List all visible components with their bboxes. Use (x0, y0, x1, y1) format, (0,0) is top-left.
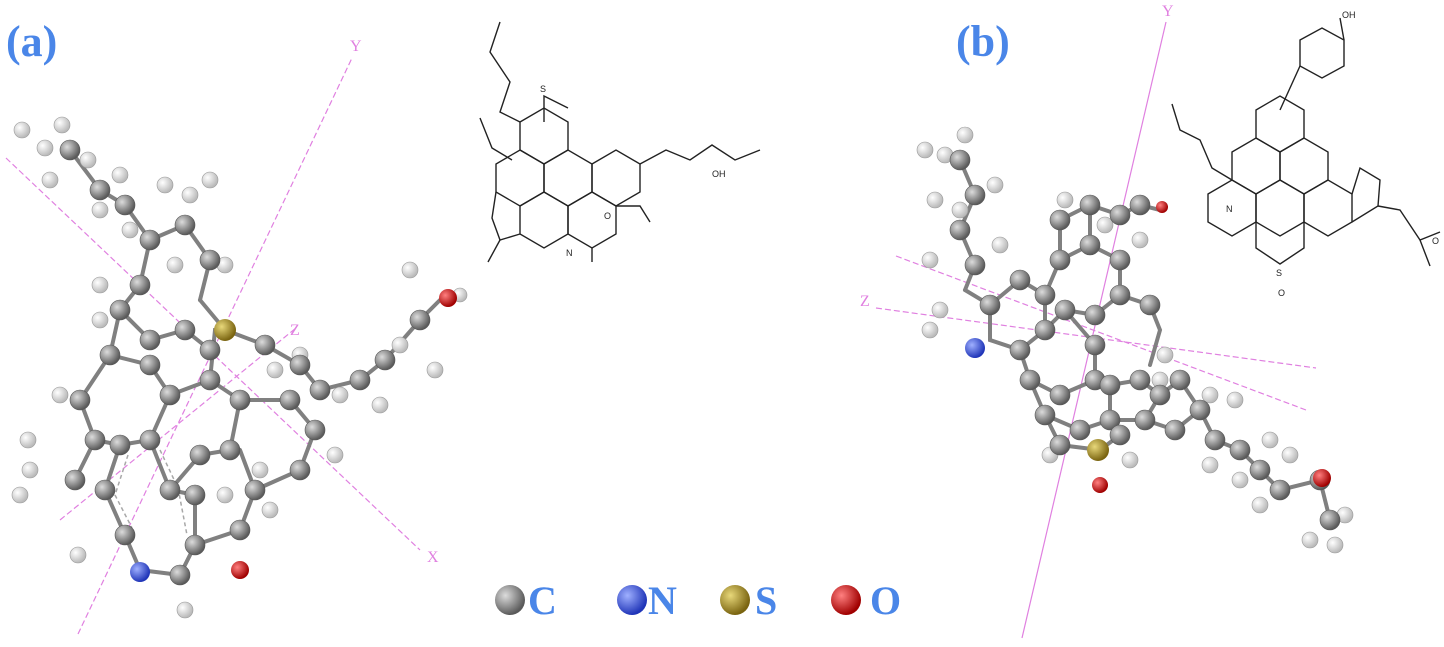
sketch-b (1171, 17, 1441, 267)
molecule-b-carbons (949, 149, 1341, 531)
atom-sphere-icon (617, 585, 647, 615)
sketch-b-atom-o2: O (1432, 236, 1439, 246)
molecule-a-sulfur (214, 319, 236, 341)
axis-a-y-label: Y (350, 38, 362, 55)
molecule-b-oxygen-ketone (1313, 469, 1331, 487)
molecule-a-nitrogen (130, 562, 150, 582)
panel-b: (b) Y Z (860, 3, 1441, 639)
molecule-a-oxygen-hydroxyl (439, 289, 457, 307)
panel-a: (a) Y Z X (5, 17, 761, 635)
axis-a-x (5, 157, 421, 551)
sketch-a-atom-o: O (604, 211, 611, 221)
legend-label-nitrogen: N (648, 578, 677, 623)
legend-item-sulfur: S (720, 578, 777, 623)
legend-label-carbon: C (528, 578, 557, 623)
molecule-a-oxygen (231, 561, 249, 579)
axis-b-y-label: Y (1162, 3, 1174, 20)
panel-b-axes (875, 21, 1317, 639)
atom-legend: C N S O (495, 578, 901, 623)
molecule-b-nitrogen (965, 338, 985, 358)
molecule-b-hydrogens (916, 126, 1354, 554)
legend-label-oxygen: O (870, 578, 901, 623)
sketch-a (479, 21, 761, 263)
legend-item-carbon: C (495, 578, 557, 623)
legend-label-sulfur: S (755, 578, 777, 623)
sketch-a-atom-s: S (540, 84, 546, 94)
molecule-b-sulfur (1087, 439, 1109, 461)
sketch-a-atom-oh: OH (712, 169, 726, 179)
axis-b-w (895, 255, 1307, 411)
molecule-b-oxygen-sulfoxide (1092, 477, 1108, 493)
atom-sphere-icon (720, 585, 750, 615)
sketch-b-atom-o1: O (1278, 288, 1285, 298)
axis-b-z (875, 307, 1317, 369)
axis-a-x-label: X (427, 549, 439, 566)
legend-item-nitrogen: N (617, 578, 677, 623)
sketch-b-atom-oh: OH (1342, 10, 1356, 20)
atom-sphere-icon (831, 585, 861, 615)
panel-b-label: (b) (956, 17, 1010, 66)
molecule-b-oxygen-hydroxyl (1156, 201, 1168, 213)
sketch-b-atom-s: S (1276, 268, 1282, 278)
sketch-b-atom-n: N (1226, 204, 1233, 214)
axis-a-z-label: Z (290, 322, 300, 339)
molecule-a-carbons (59, 139, 431, 586)
axis-b-z-label: Z (860, 293, 870, 310)
atom-sphere-icon (495, 585, 525, 615)
legend-item-oxygen: O (831, 578, 901, 623)
panel-a-label: (a) (6, 17, 57, 66)
sketch-a-atom-n: N (566, 248, 573, 258)
molecule-a-hydrogens (11, 116, 468, 619)
